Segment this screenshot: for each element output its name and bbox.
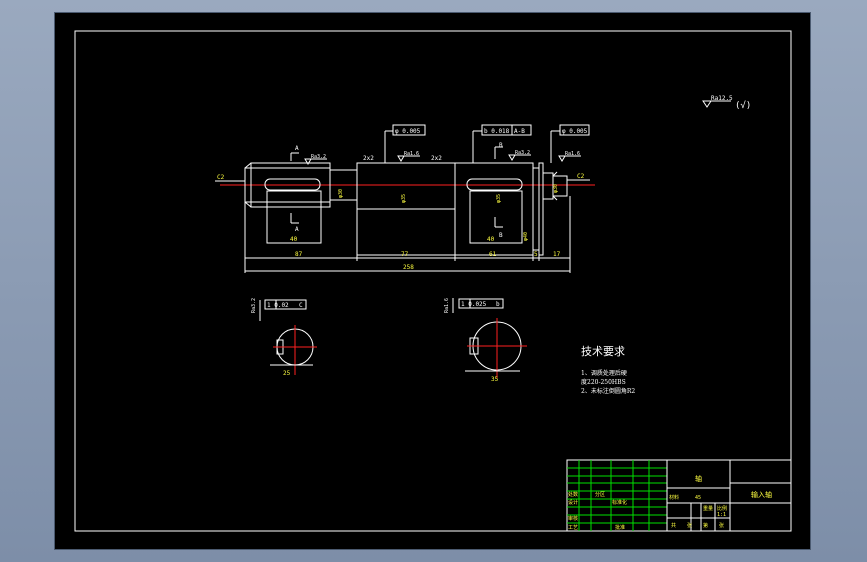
svg-text:1 0.025: 1 0.025	[461, 301, 487, 308]
svg-text:Ra3.2: Ra3.2	[515, 150, 530, 156]
general-roughness: Ra12.5 (√)	[702, 95, 751, 111]
title-block: 轴 输入轴 处数 分区 设计 标准化 审核 工艺 批准 材料 45 重量 比例 …	[566, 459, 792, 532]
svg-text:Ra1.6: Ra1.6	[565, 151, 580, 157]
svg-text:共: 共	[671, 522, 676, 529]
chamfer-note-1: 2x2	[363, 155, 374, 162]
section-a-marks: A A	[290, 145, 299, 233]
keyway-b-section	[469, 190, 523, 244]
svg-text:φ 0.005: φ 0.005	[562, 128, 588, 135]
tech-line-1: 1、调质处理后硬	[581, 369, 627, 377]
keyway-a-section	[266, 190, 322, 244]
roughness-marks: Ra3.2 Ra1.6 Ra3.2 Ra1.6	[304, 150, 581, 165]
section-b-marks: B B	[494, 142, 503, 239]
inner-frame	[74, 30, 792, 532]
general-roughness-value: Ra12.5	[711, 95, 733, 102]
svg-text:φ35: φ35	[401, 194, 407, 203]
keyway-a-length: 40	[290, 236, 298, 243]
tech-line-2: 度220-250HBS	[581, 378, 626, 386]
svg-text:材料: 材料	[669, 494, 679, 501]
svg-text:φ35: φ35	[496, 194, 502, 203]
dim-87: 87	[295, 251, 303, 258]
drawing-number: 输入轴	[751, 490, 772, 499]
svg-text:比例: 比例	[717, 505, 727, 512]
gtol-1: φ 0.005	[384, 124, 426, 163]
svg-text:φ 0.005: φ 0.005	[395, 128, 421, 135]
gtol-3: φ 0.005	[550, 124, 590, 163]
diameter-callouts: φ30 φ35 φ35 φ30 φ40	[338, 184, 559, 241]
svg-text:A-B: A-B	[514, 128, 525, 135]
svg-text:b 0.018: b 0.018	[484, 128, 510, 135]
svg-text:张: 张	[687, 522, 692, 529]
dim-61: 61	[489, 251, 497, 258]
drawing-sheet: Ra12.5 (√)	[55, 13, 810, 549]
svg-text:1:1: 1:1	[717, 512, 726, 518]
tech-title: 技术要求	[581, 345, 625, 358]
svg-text:设计: 设计	[568, 499, 578, 506]
keyway-b-length: 40	[487, 236, 495, 243]
section-b-width: 35	[491, 376, 499, 383]
part-name: 轴	[695, 474, 702, 483]
svg-text:张: 张	[719, 522, 724, 529]
keyway-a	[264, 178, 321, 191]
chamfer-right: C2	[577, 173, 585, 180]
svg-text:处数: 处数	[568, 491, 578, 498]
dim-5: 5	[534, 251, 538, 258]
section-a-width: 25	[283, 370, 291, 377]
svg-text:批准: 批准	[615, 524, 625, 531]
section-b-top: B	[499, 142, 503, 149]
general-roughness-suffix: (√)	[735, 100, 751, 111]
dim-77: 77	[401, 251, 409, 258]
svg-text:标准化: 标准化	[612, 499, 627, 506]
dim-17: 17	[553, 251, 561, 258]
section-a-bottom: A	[295, 226, 299, 233]
svg-text:1 0.02: 1 0.02	[267, 302, 289, 309]
engineering-drawing: Ra12.5 (√)	[74, 30, 792, 532]
svg-text:C: C	[299, 302, 303, 309]
tech-requirements: 技术要求 1、调质处理后硬 度220-250HBS 2、未标注倒圆角R2	[581, 345, 635, 395]
section-a-top: A	[295, 145, 299, 152]
svg-text:45: 45	[695, 495, 701, 501]
svg-text:分区: 分区	[595, 491, 605, 498]
svg-text:b: b	[496, 301, 500, 308]
svg-text:工艺: 工艺	[568, 525, 578, 531]
svg-text:Ra1.6: Ra1.6	[444, 298, 450, 313]
svg-text:重量: 重量	[703, 505, 713, 512]
svg-text:Ra3.2: Ra3.2	[311, 154, 326, 160]
svg-text:φ40: φ40	[523, 232, 529, 241]
dimension-chain: 87 77 61 5 17 258 40 40	[244, 196, 571, 273]
tech-line-3: 2、未标注倒圆角R2	[581, 387, 635, 395]
dim-total: 258	[403, 264, 414, 271]
section-b-view: 1 0.025 b Ra1.6 35	[444, 298, 527, 383]
svg-text:审核: 审核	[568, 515, 578, 522]
chamfer-note-2: 2x2	[431, 155, 442, 162]
section-a-view: 1 0.02 C Ra3.2 25	[251, 298, 317, 377]
svg-text:Ra3.2: Ra3.2	[251, 298, 257, 313]
svg-text:Ra1.6: Ra1.6	[404, 151, 419, 157]
svg-text:第: 第	[703, 522, 708, 529]
section-b-bottom: B	[499, 232, 503, 239]
svg-text:φ30: φ30	[553, 184, 559, 193]
keyway-b	[466, 178, 523, 191]
shaft-outline	[244, 162, 568, 256]
chamfer-left: C2	[217, 174, 225, 181]
gtol-2: b 0.018 A-B	[472, 124, 532, 163]
svg-text:φ30: φ30	[338, 189, 344, 198]
